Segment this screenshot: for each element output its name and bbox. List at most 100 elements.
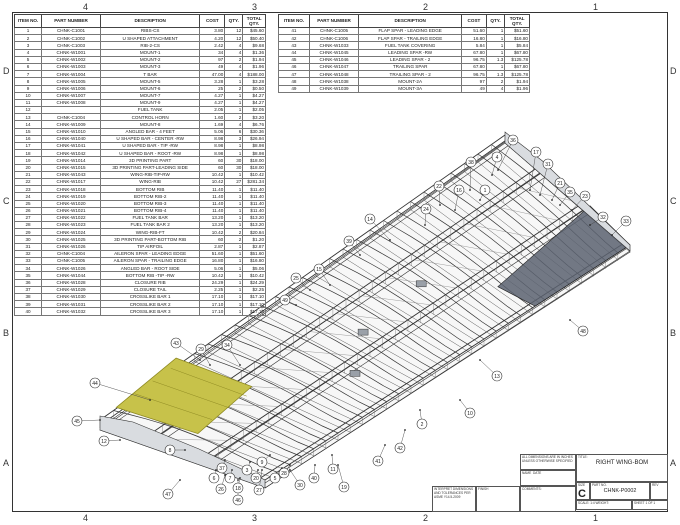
bom-cell-item-no: 44 xyxy=(278,48,310,57)
balloon-label-33: 33 xyxy=(623,219,629,225)
bom-cell-cost: 11.40 xyxy=(199,206,226,215)
balloon-label-27: 27 xyxy=(256,488,262,494)
bom-cell-qty: 1 xyxy=(485,62,506,72)
bom-cell-total: $8.98 xyxy=(242,149,266,158)
balloon-4 xyxy=(491,151,503,163)
bom-cell-description: MOUNT-8 xyxy=(99,120,201,129)
balloon-22 xyxy=(433,180,445,192)
bom-cell-qty: 1 xyxy=(224,292,244,302)
balloon-2 xyxy=(416,418,428,430)
crosslike-bar-7 xyxy=(309,331,380,339)
bottom-rib-10 xyxy=(221,342,375,417)
title-label: TITLE: xyxy=(578,455,588,459)
col-cost: COST xyxy=(199,14,226,28)
wing-rib-9 xyxy=(207,343,363,418)
balloon-label-15: 15 xyxy=(316,267,322,273)
bom-cell-part-number: CHNK-W1004 xyxy=(41,70,101,79)
sheet-number: SHEET 1 OF 1 xyxy=(632,500,668,510)
bom-cell-description: ANGLED BAR - 4 FEET xyxy=(99,127,201,136)
zone-right-C: C xyxy=(670,196,677,206)
bom-cell-item-no: 7 xyxy=(13,70,43,79)
bom-cell-item-no: 35 xyxy=(13,271,43,280)
balloon-label-24: 24 xyxy=(423,207,429,213)
bottom-rib-23 xyxy=(396,218,533,315)
balloon-arrow-37 xyxy=(224,459,226,461)
bom-cell-cost: 3.28 xyxy=(199,77,226,86)
bom-cell-part-number: CHNK-W1030 xyxy=(41,292,101,302)
balloon-leader-17 xyxy=(529,151,537,191)
balloon-label-9: 9 xyxy=(261,460,264,466)
bom-cell-part-number: CHNK-C1005 xyxy=(308,26,360,36)
bom-cell-description: MOUNT-9 xyxy=(99,98,201,108)
balloon-49 xyxy=(279,294,291,306)
balloon-label-32: 32 xyxy=(600,215,606,221)
wing-rib-10 xyxy=(221,334,375,410)
zone-right-B: B xyxy=(670,328,677,338)
bom-cell-qty: 1 xyxy=(224,278,244,287)
bom-cell-cost: 49 xyxy=(461,84,487,93)
balloon-10 xyxy=(464,407,476,419)
bom-cell-cost: 2.05 xyxy=(199,106,226,115)
bom-cell-total: $51.60 xyxy=(242,249,266,259)
balloon-40 xyxy=(308,472,320,484)
bom-cell-cost: 4.27 xyxy=(199,98,226,108)
bom-cell-total: $6.76 xyxy=(242,120,266,129)
bom-cell-qty: 4 xyxy=(485,84,506,93)
zone-right-D: D xyxy=(670,66,677,76)
fuel-tank-seam-1 xyxy=(134,393,213,420)
balloon-9 xyxy=(256,456,268,468)
bom-cell-qty: 1 xyxy=(224,149,244,158)
bom-cell-total: $0.50 xyxy=(242,84,266,93)
bom-cell-description: RIB-2-CS xyxy=(99,41,201,50)
bom-cell-item-no: 37 xyxy=(13,285,43,294)
bom-cell-cost: 11.40 xyxy=(199,199,226,208)
bom-cell-description: BOTTOM RIB xyxy=(99,185,201,194)
balloon-arrow-13 xyxy=(479,359,481,361)
bom-cell-item-no: 29 xyxy=(13,228,43,237)
bom-cell-item-no: 1 xyxy=(13,26,43,36)
zone-left-C: C xyxy=(3,196,10,206)
balloon-arrow-33 xyxy=(611,234,613,236)
bom-cell-cost: 2.87 xyxy=(199,242,226,251)
bom-cell-qty: 2 xyxy=(224,113,244,122)
balloon-11 xyxy=(327,463,339,475)
bom-cell-part-number: CHNK-W1025 xyxy=(41,235,101,244)
balloon-44 xyxy=(89,377,101,389)
col-cost: COST xyxy=(461,14,487,28)
bom-cell-part-number: CHNK-W1010 xyxy=(41,127,101,136)
bom-cell-cost: 96.75 xyxy=(461,70,487,79)
bom-cell-item-no: 39 xyxy=(13,300,43,309)
bom-cell-total: $17.10 xyxy=(242,292,266,302)
wing-rib-12 xyxy=(248,315,399,395)
bom-cell-part-number: CHNK-W1042 xyxy=(41,149,101,158)
balloon-label-41: 41 xyxy=(375,459,381,465)
bom-cell-description: 3D PRINTING PART-LEADING SIDE xyxy=(99,163,201,172)
bom-cell-total: $2.05 xyxy=(242,106,266,115)
col-total: TOTAL QTY. xyxy=(242,14,266,28)
bom-cell-qty: 1 xyxy=(224,242,244,251)
bom-cell-part-number: CHNK-W1026 xyxy=(41,242,101,251)
balloon-arrow-4 xyxy=(491,174,493,176)
balloon-arrow-29 xyxy=(209,364,211,366)
bom-cell-item-no: 10 xyxy=(13,91,43,100)
bom-cell-description: U SHAPED BAR - ROOT -RW xyxy=(99,149,201,158)
balloon-label-34: 34 xyxy=(224,343,230,349)
zone-right-A: A xyxy=(670,458,677,468)
balloon-8 xyxy=(164,444,176,456)
balloon-arrow-15 xyxy=(329,284,331,286)
wing-rib-16 xyxy=(302,277,448,363)
bom-cell-qty: 4 xyxy=(224,41,244,50)
fuel-tank-covering xyxy=(115,357,253,435)
